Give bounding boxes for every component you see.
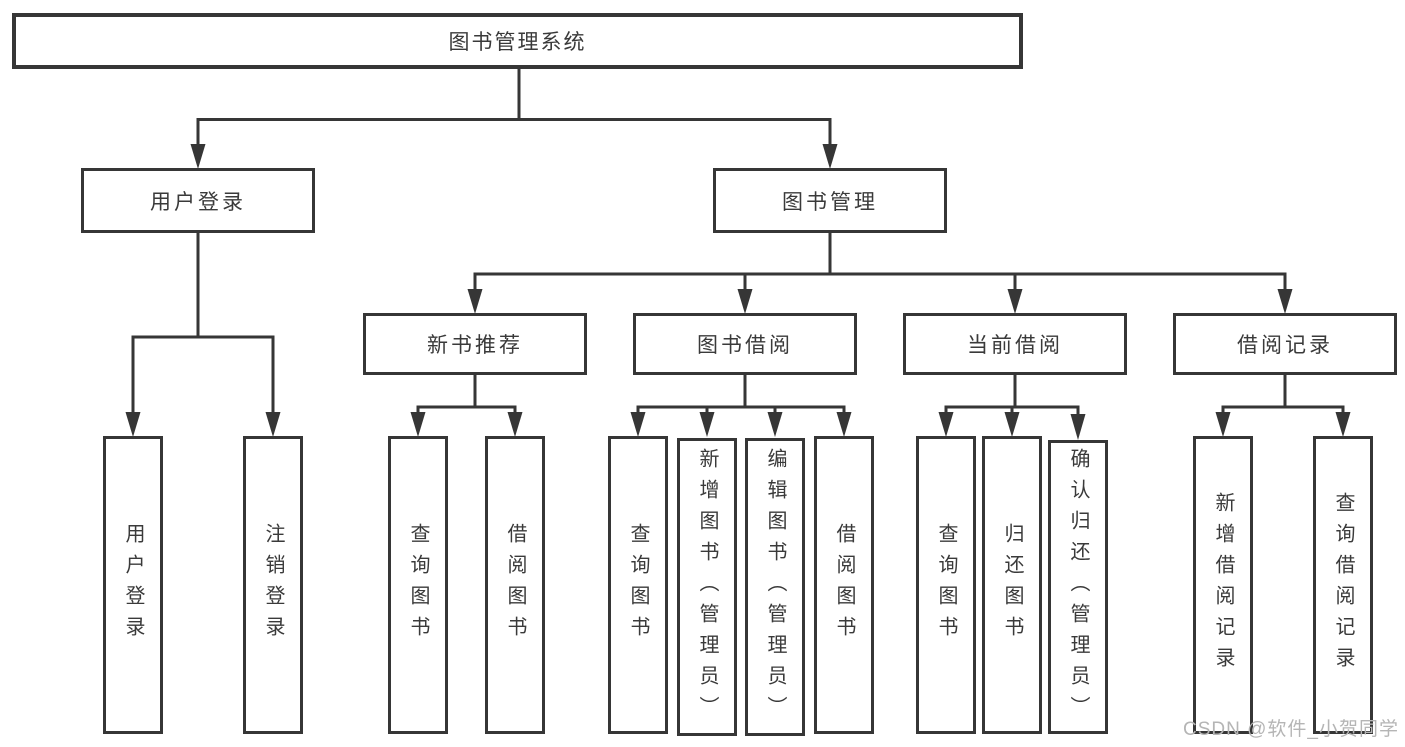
node-book-management: 图书管理	[713, 168, 947, 233]
arrowhead	[767, 412, 783, 437]
arrowhead	[190, 144, 206, 169]
leaf-query-books-recommend: 查询图书	[388, 436, 448, 734]
node-current-borrow: 当前借阅	[903, 313, 1127, 375]
node-user-login: 用户登录	[81, 168, 315, 233]
leaf-borrow-books-recommend: 借阅图书	[485, 436, 545, 734]
arrowhead	[1070, 414, 1086, 440]
arrowhead	[699, 412, 715, 437]
leaf-add-book-admin: 新增图书（管理员）	[677, 438, 737, 736]
node-label: 图书借阅	[697, 334, 793, 357]
leaf-label: 借阅图书	[833, 523, 855, 647]
node-label: 图书管理	[782, 190, 878, 214]
arrowhead	[265, 412, 281, 437]
arrowhead	[467, 289, 483, 314]
node-root: 图书管理系统	[12, 13, 1023, 69]
leaf-label: 编辑图书（管理员）	[764, 447, 786, 727]
arrowhead	[836, 412, 852, 437]
leaf-query-borrow-record: 查询借阅记录	[1313, 436, 1373, 734]
arrowhead	[630, 412, 646, 437]
leaf-user-login: 用户登录	[103, 436, 163, 734]
node-label: 当前借阅	[967, 334, 1063, 357]
leaf-borrow-books: 借阅图书	[814, 436, 874, 734]
leaf-label: 确认归还（管理员）	[1067, 447, 1089, 727]
leaf-query-books-borrow: 查询图书	[608, 436, 668, 734]
leaf-label: 查询图书	[407, 523, 429, 647]
leaf-edit-book-admin: 编辑图书（管理员）	[745, 438, 805, 736]
leaf-confirm-return-admin: 确认归还（管理员）	[1048, 440, 1108, 734]
leaf-label: 注销登录	[262, 523, 284, 647]
leaf-label: 用户登录	[122, 523, 144, 647]
leaf-query-books-current: 查询图书	[916, 436, 976, 734]
leaf-label: 查询借阅记录	[1332, 492, 1354, 678]
leaf-label: 新增图书（管理员）	[696, 447, 718, 727]
arrowhead	[1007, 289, 1023, 314]
leaf-label: 查询图书	[935, 523, 957, 647]
leaf-add-borrow-record: 新增借阅记录	[1193, 436, 1253, 734]
arrowhead	[938, 412, 954, 437]
node-label: 用户登录	[150, 190, 246, 214]
arrowhead	[1004, 412, 1020, 437]
node-label: 图书管理系统	[448, 31, 587, 54]
arrowhead	[822, 144, 838, 169]
arrowhead	[737, 289, 753, 314]
leaf-return-book: 归还图书	[982, 436, 1042, 734]
arrowhead	[410, 412, 426, 437]
node-label: 新书推荐	[427, 334, 523, 357]
node-new-book-recommend: 新书推荐	[363, 313, 587, 375]
arrowhead	[1277, 289, 1293, 314]
node-label: 借阅记录	[1237, 334, 1333, 357]
arrowhead	[1215, 412, 1231, 437]
leaf-logout: 注销登录	[243, 436, 303, 734]
watermark: CSDN @软件_小贺同学	[1183, 719, 1399, 740]
leaf-label: 查询图书	[627, 523, 649, 647]
arrowhead	[507, 412, 523, 437]
leaf-label: 新增借阅记录	[1212, 492, 1234, 678]
leaf-label: 借阅图书	[504, 523, 526, 647]
node-book-borrow: 图书借阅	[633, 313, 857, 375]
leaf-label: 归还图书	[1001, 523, 1023, 647]
arrowhead	[1335, 412, 1351, 437]
arrowhead	[125, 412, 141, 437]
node-borrow-record: 借阅记录	[1173, 313, 1397, 375]
